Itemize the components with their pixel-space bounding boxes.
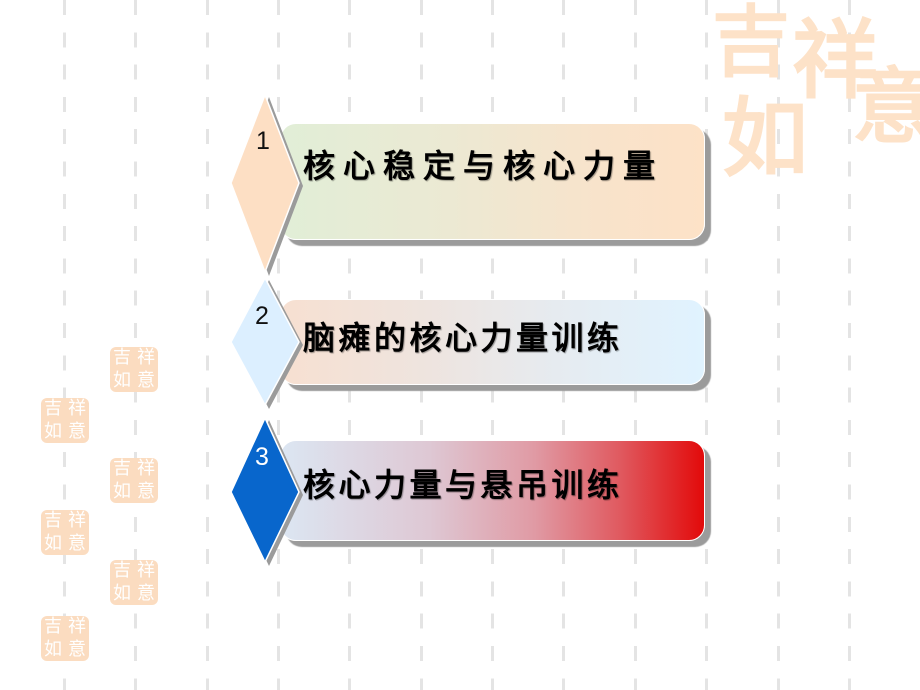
seal-glyph: 吉 <box>44 510 62 531</box>
seal-glyph: 祥 <box>68 398 86 419</box>
seal-glyph: 如 <box>44 420 62 442</box>
seal-glyph: 吉 <box>44 616 62 637</box>
small-seal-decoration: 吉祥如意 <box>110 560 158 605</box>
small-seal-decoration: 吉祥如意 <box>41 616 89 661</box>
seal-glyph: 祥 <box>137 347 155 368</box>
item-number: 3 <box>255 443 269 471</box>
small-seal-decoration: 吉祥如意 <box>41 510 89 555</box>
small-seal-decoration: 吉祥如意 <box>110 347 158 392</box>
seal-glyph: 吉 <box>113 347 131 368</box>
seal-glyph: 意 <box>137 582 155 604</box>
item-title: 核心力量与悬吊训练 <box>303 466 623 504</box>
item-number: 2 <box>255 302 269 330</box>
big-seal-decoration: 吉 祥 如 意 <box>700 0 920 200</box>
seal-glyph: 意 <box>68 532 86 554</box>
grid-dash-column <box>848 0 851 690</box>
seal-glyph: 吉 <box>113 458 131 479</box>
seal-glyph: 祥 <box>68 510 86 531</box>
small-seal-decoration: 吉祥如意 <box>110 458 158 503</box>
grid-dash-column <box>777 0 780 690</box>
seal-glyph: 祥 <box>137 560 155 581</box>
item-number: 1 <box>256 127 270 155</box>
item-title: 核心稳定与核心力量 <box>303 147 664 185</box>
seal-glyph: 如 <box>44 638 62 660</box>
seal-glyph: 如 <box>113 369 131 391</box>
seal-glyph: 如 <box>113 582 131 604</box>
seal-glyph: 意 <box>137 369 155 391</box>
grid-dash-column <box>134 0 137 690</box>
seal-glyph: 如 <box>44 532 62 554</box>
seal-glyph: 如 <box>722 88 808 189</box>
seal-glyph: 意 <box>68 420 86 442</box>
diamond-badge-icon <box>230 92 303 276</box>
seal-glyph: 意 <box>137 480 155 502</box>
seal-glyph: 祥 <box>792 10 878 111</box>
diamond-badge-icon <box>230 416 303 566</box>
seal-glyph: 意 <box>852 59 920 155</box>
seal-glyph: 如 <box>113 480 131 502</box>
seal-glyph: 吉 <box>44 398 62 419</box>
item-title: 脑瘫的核心力量训练 <box>303 319 623 357</box>
seal-glyph: 意 <box>68 638 86 660</box>
seal-glyph: 吉 <box>712 0 791 88</box>
seal-glyph: 吉 <box>113 560 131 581</box>
seal-glyph: 祥 <box>137 458 155 479</box>
small-seal-decoration: 吉祥如意 <box>41 398 89 443</box>
seal-glyph: 祥 <box>68 616 86 637</box>
item-card[interactable] <box>280 440 705 541</box>
grid-dash-column <box>206 0 209 690</box>
diamond-badge-icon <box>230 276 303 409</box>
grid-dash-column <box>705 0 708 690</box>
grid-dash-column <box>63 0 66 690</box>
item-card[interactable] <box>280 299 705 385</box>
